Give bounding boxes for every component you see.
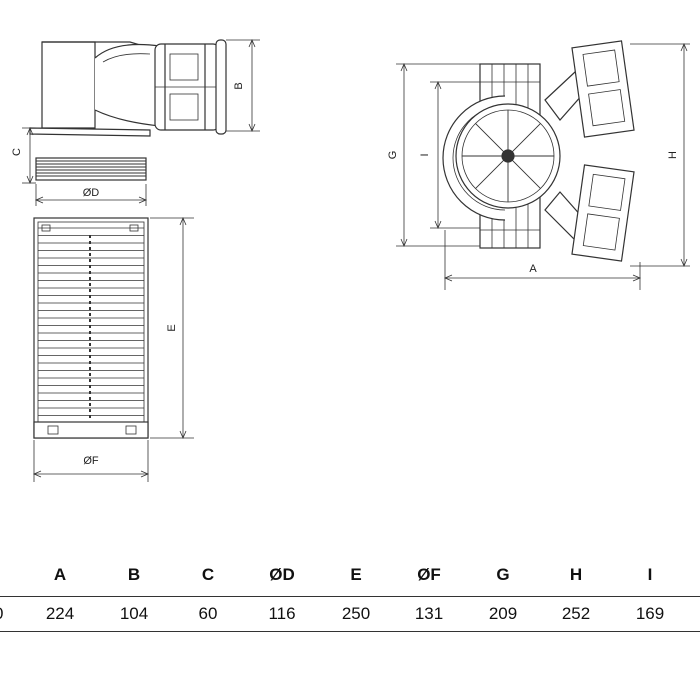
dim-label-d: ØD bbox=[83, 187, 100, 199]
dim-label-c: C bbox=[11, 148, 23, 156]
table-cell-c: 60 bbox=[198, 604, 218, 623]
dimension-table: A B C ØD E ØF G H I 0 224 104 60 116 250… bbox=[0, 558, 700, 638]
table-row-label: 0 bbox=[0, 597, 6, 631]
table-header-d: ØD bbox=[269, 565, 295, 584]
table-cell-f: 131 bbox=[414, 604, 444, 623]
top-view bbox=[396, 40, 690, 290]
table-cell-e: 250 bbox=[341, 604, 371, 623]
table-header-i: I bbox=[647, 565, 653, 584]
table-cell-b: 104 bbox=[119, 604, 149, 623]
table-header-b: B bbox=[127, 565, 141, 584]
table-cell-g: 209 bbox=[488, 604, 518, 623]
table-cell-i: 169 bbox=[635, 604, 665, 623]
grille-view bbox=[32, 216, 194, 482]
dim-label-b: B bbox=[233, 82, 245, 89]
table-cell-h: 252 bbox=[561, 604, 591, 623]
table-header-a: A bbox=[53, 565, 67, 584]
dim-label-f: ØF bbox=[83, 455, 99, 467]
table-cell-d: 116 bbox=[268, 604, 296, 623]
table-header-e: E bbox=[350, 565, 362, 584]
table-header-row: A B C ØD E ØF G H I bbox=[0, 558, 700, 592]
dim-label-i: I bbox=[419, 153, 431, 156]
table-cell-a: 224 bbox=[45, 604, 75, 623]
table-header-h: H bbox=[569, 565, 583, 584]
dim-label-g: G bbox=[387, 151, 399, 160]
dim-label-a: A bbox=[529, 263, 537, 275]
side-view bbox=[22, 38, 260, 206]
table-row: 0 224 104 60 116 250 131 209 252 169 bbox=[0, 596, 700, 632]
table-header-c: C bbox=[201, 565, 215, 584]
dim-label-e: E bbox=[166, 324, 178, 331]
table-header-f: ØF bbox=[417, 565, 441, 584]
dim-label-h: H bbox=[667, 151, 679, 159]
table-header-g: G bbox=[496, 565, 510, 584]
technical-drawing: B C ØD E ØF G I H A bbox=[11, 38, 690, 482]
